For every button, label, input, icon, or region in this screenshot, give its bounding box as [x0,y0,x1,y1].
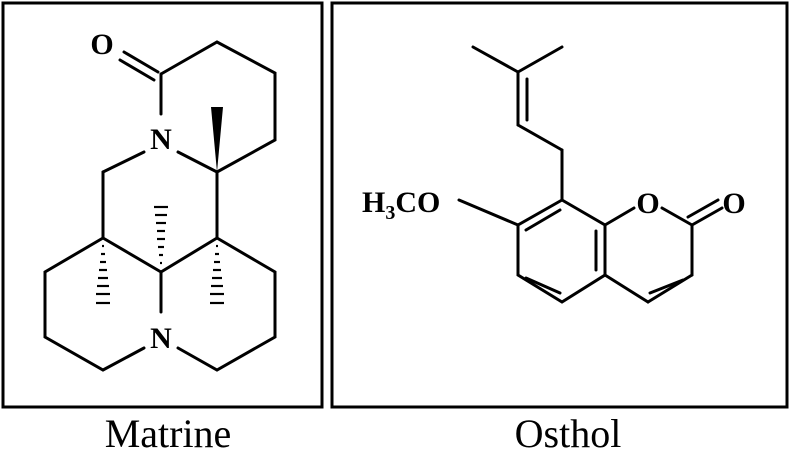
osthol-panel: H3CO O O [330,1,789,409]
matrine-caption: Matrine [104,411,232,456]
hash-right [210,244,224,305]
osthol-carbonyl-oxygen-label: O [722,187,745,220]
osthol-methoxy-label: H3CO [362,186,440,224]
hash-left [96,244,110,305]
matrine-border [1,1,324,409]
matrine-bonds [43,40,277,372]
osthol-bonds [457,45,724,304]
osthol-caption: Osthol [514,411,622,456]
matrine-nitrogen-2-label: N [150,322,172,355]
osthol-ring-oxygen-label: O [636,187,659,220]
hash-center [154,205,168,265]
matrine-oxygen-label: O [90,28,113,61]
osthol-border [330,1,789,409]
matrine-nitrogen-1-label: N [150,123,172,156]
matrine-panel: O N N [1,1,324,409]
